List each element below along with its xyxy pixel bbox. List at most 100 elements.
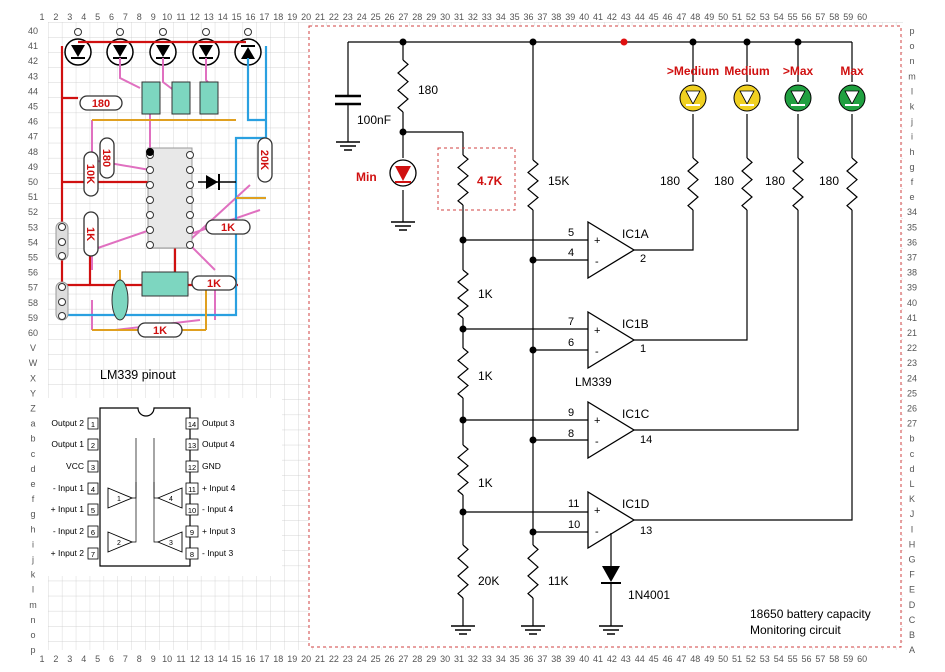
pinout-pin-box — [87, 525, 99, 538]
grid-bottom-14: 14 — [218, 654, 228, 664]
grid-left-20: 60 — [28, 328, 38, 338]
pinout-pin-number: 9 — [190, 528, 194, 537]
led-label: >Max — [783, 64, 814, 78]
grid-bottom-3: 3 — [67, 654, 72, 664]
led-label: Max — [840, 64, 864, 78]
resistor-4k7 — [457, 154, 469, 206]
pinout-pin-number: 4 — [91, 485, 95, 494]
board-resistor-label: 1K — [221, 222, 235, 234]
pin-a-minus: 4 — [568, 247, 574, 259]
grid-top-5: 5 — [95, 12, 100, 22]
grid-right-27: b — [909, 434, 914, 444]
board-resistor: 10K — [83, 151, 99, 197]
grid-top-21: 21 — [315, 12, 325, 22]
pin-a-out: 2 — [640, 253, 646, 265]
board-resistor-label: 1K — [84, 227, 96, 241]
grid-bottom-59: 59 — [843, 654, 853, 664]
chip-label: LM339 — [575, 375, 612, 389]
grid-bottom-46: 46 — [662, 654, 672, 664]
grid-top-60: 60 — [857, 12, 867, 22]
r15k-label: 15K — [548, 174, 569, 188]
pin-d-out: 13 — [640, 525, 652, 537]
grid-top-38: 38 — [551, 12, 561, 22]
led-min-label: Min — [356, 170, 377, 184]
pinout-pin-label: - Input 1 — [53, 483, 84, 493]
grid-bottom-15: 15 — [232, 654, 242, 664]
grid-left-41: p — [30, 645, 35, 655]
board-jumper-1 — [141, 81, 161, 115]
resistor-20k — [457, 544, 469, 599]
grid-left-14: 54 — [28, 237, 38, 247]
pinout-pin-label: Output 4 — [202, 439, 235, 449]
board-resistor: 1K — [83, 211, 99, 257]
grid-bottom-47: 47 — [676, 654, 686, 664]
grid-bottom-24: 24 — [357, 654, 367, 664]
caption-line2: Monitoring circuit — [750, 623, 841, 637]
grid-right-25: 26 — [907, 404, 917, 414]
ic-pad-left — [146, 226, 154, 234]
ic-pad-left — [146, 211, 154, 219]
grid-left-11: 51 — [28, 192, 38, 202]
grid-top-24: 24 — [357, 12, 367, 22]
grid-right-4: l — [911, 86, 913, 96]
pinout-pin-label: GND — [202, 461, 221, 471]
pinout-pin-number: 10 — [188, 506, 196, 515]
comparator-minus: - — [595, 526, 599, 538]
grid-left-26: a — [30, 419, 35, 429]
ic-pad-right — [186, 166, 194, 174]
pinout-pin-label: - Input 3 — [202, 548, 233, 558]
grid-bottom-25: 25 — [371, 654, 381, 664]
resistor-led-4 — [846, 157, 858, 211]
grid-bottom-35: 35 — [510, 654, 520, 664]
grid-left-17: 57 — [28, 283, 38, 293]
pinout-amp-icon: 2 — [107, 482, 137, 553]
resistor-1k-a — [457, 269, 469, 319]
ic-pad-right — [186, 151, 194, 159]
grid-bottom-53: 53 — [760, 654, 770, 664]
grid-top-18: 18 — [273, 12, 283, 22]
grid-left-8: 48 — [28, 147, 38, 157]
pinout-pin-number: 5 — [91, 506, 95, 515]
grid-bottom-7: 7 — [123, 654, 128, 664]
pinout-pin-box — [185, 417, 199, 430]
grid-right-35: G — [908, 555, 915, 565]
pinout-pin-box — [185, 438, 199, 451]
grid-bottom-1: 1 — [39, 654, 44, 664]
grid-top-4: 4 — [81, 12, 86, 22]
pinout-pin-box — [87, 460, 99, 473]
pinout-pin-label: + Input 2 — [51, 548, 85, 558]
led-indicator-icon — [838, 84, 866, 112]
board-jumper-2 — [171, 81, 191, 115]
grid-left-6: 46 — [28, 117, 38, 127]
grid-right-5: k — [910, 102, 915, 112]
pinout-pin-label: VCC — [66, 461, 84, 471]
grid-right-15: 37 — [907, 253, 917, 263]
grid-right-18: 40 — [907, 298, 917, 308]
r47k-label: 4.7K — [477, 174, 503, 188]
pinout-pin-box — [87, 503, 99, 516]
ground-icon — [391, 221, 415, 231]
grid-top-36: 36 — [523, 12, 533, 22]
grid-left-12: 52 — [28, 207, 38, 217]
grid-bottom-36: 36 — [523, 654, 533, 664]
ic-pad-left — [146, 181, 154, 189]
grid-bottom-10: 10 — [162, 654, 172, 664]
grid-bottom-45: 45 — [649, 654, 659, 664]
grid-bottom-37: 37 — [537, 654, 547, 664]
pinout-amp-icon: 4 — [153, 438, 183, 509]
grid-bottom-12: 12 — [190, 654, 200, 664]
board-diode — [198, 174, 236, 190]
comparator-plus: + — [594, 505, 600, 517]
ic-pad-left — [146, 196, 154, 204]
grid-top-59: 59 — [843, 12, 853, 22]
grid-left-9: 49 — [28, 162, 38, 172]
pinout-pin-label: + Input 4 — [202, 483, 236, 493]
grid-right-2: n — [909, 56, 914, 66]
grid-top-31: 31 — [454, 12, 464, 22]
pin-b-minus: 6 — [568, 337, 574, 349]
ic-pad-right — [186, 196, 194, 204]
pinout-amp-icon: 1 — [107, 438, 137, 509]
grid-right-40: B — [909, 630, 915, 640]
grid-top-3: 3 — [67, 12, 72, 22]
edge-pad — [58, 283, 66, 291]
